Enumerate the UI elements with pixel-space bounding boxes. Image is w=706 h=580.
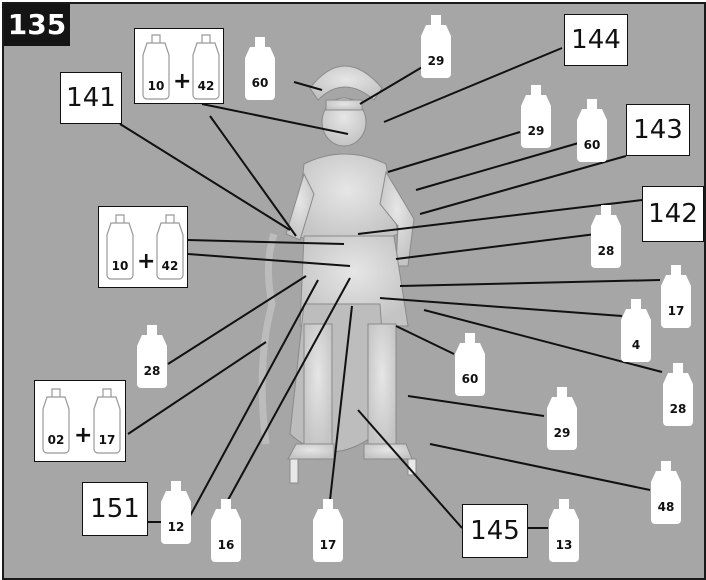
paint-number: 28 [597,244,615,258]
paint-number: 17 [319,538,337,552]
paint-bottle-12: 12 [160,480,192,546]
paint-number: 16 [217,538,235,552]
paint-bottle-28: 28 [662,362,694,428]
plus-sign: + [74,423,93,448]
paint-number: 48 [657,500,675,514]
paint-bottle-60: 60 [576,98,608,164]
reference-box-142: 142 [642,186,704,242]
paint-number: 12 [167,520,185,534]
paint-bottle-icon: 17 [90,387,124,457]
paint-number: 60 [583,138,601,152]
paint-bottle-60: 60 [244,36,276,102]
paint-bottle-16: 16 [210,498,242,564]
paint-number: 42 [197,79,215,93]
paint-bottle-48: 48 [650,460,682,526]
paint-bottle-17: 17 [312,498,344,564]
reference-box-141: 141 [60,72,122,124]
step-number: 135 [4,4,70,46]
paint-bottle-icon: 42 [189,33,223,103]
paint-number: 17 [98,433,116,447]
paint-number: 28 [669,402,687,416]
paint-number: 42 [161,259,179,273]
reference-box-151: 151 [82,482,148,536]
paint-number: 28 [143,364,161,378]
paint-number: 02 [47,433,65,447]
paint-bottle-29: 29 [420,14,452,80]
paint-number: 4 [631,338,641,352]
paint-number: 10 [111,259,129,273]
paint-bottle-icon: 42 [153,213,187,283]
paint-number: 29 [427,54,445,68]
paint-bottle-28: 28 [136,324,168,390]
paint-bottle-29: 29 [546,386,578,452]
paint-number: 60 [251,76,269,90]
paint-number: 10 [147,79,165,93]
leader-lines [119,47,663,529]
paint-bottle-icon: 10 [139,33,173,103]
paint-number: 13 [555,538,573,552]
paint-mix-box-bottom: 02 + 17 [34,380,126,462]
paint-number: 29 [553,426,571,440]
paint-mix-box-top: 10 + 42 [134,28,224,104]
paint-bottle-28: 28 [590,204,622,270]
paint-mix-box-middle: 10 + 42 [98,206,188,288]
paint-bottle-17: 17 [660,264,692,330]
paint-number: 29 [527,124,545,138]
plus-sign: + [137,249,156,274]
reference-box-143: 143 [626,104,690,156]
reference-box-144: 144 [564,14,628,66]
paint-bottle-4: 4 [620,298,652,364]
paint-number: 60 [461,372,479,386]
paint-bottle-29: 29 [520,84,552,150]
paint-bottle-icon: 10 [103,213,137,283]
paint-number: 17 [667,304,685,318]
paint-bottle-60: 60 [454,332,486,398]
plus-sign: + [173,69,192,94]
paint-bottle-icon: 02 [39,387,73,457]
reference-box-145: 145 [462,504,528,558]
paint-bottle-13: 13 [548,498,580,564]
